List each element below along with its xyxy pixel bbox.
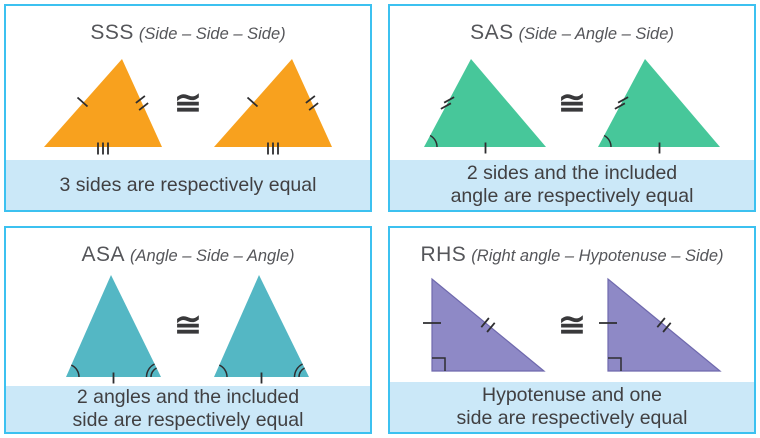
triangle-right-svg	[598, 277, 722, 372]
panel-title-rhs: RHS(Right angle – Hypotenuse – Side)	[390, 228, 754, 274]
congruent-symbol: ≅	[558, 83, 586, 121]
triangle-pair-rhs: ≅	[390, 274, 754, 382]
double-angle-arc	[293, 362, 303, 377]
caption-line: Hypotenuse and one	[482, 384, 662, 406]
criterion-abbr: SSS	[90, 21, 134, 44]
double-angle-arc	[150, 366, 158, 377]
congruent-symbol: ≅	[174, 83, 202, 121]
triangle-shape	[431, 277, 546, 372]
triangle-left-svg	[424, 59, 547, 154]
triangle-right-svg	[213, 274, 309, 384]
angle-arc	[429, 134, 438, 148]
triangle-right-svg	[213, 59, 332, 155]
triangle-pair-sas: ≅	[390, 52, 754, 160]
double-tick-mark	[138, 102, 149, 111]
triangle-pair-sss: ≅	[6, 52, 370, 160]
triangle-shape	[424, 59, 547, 147]
angle-arc	[218, 363, 228, 377]
panel-asa: ASA(Angle – Side – Angle) ≅ 2 angles and…	[4, 226, 372, 434]
triangle-shape	[213, 274, 309, 377]
double-tick-mark	[486, 322, 496, 333]
triangle-shape	[44, 59, 163, 147]
triangle-left-svg	[44, 59, 163, 155]
caption-line: side are respectively equal	[72, 408, 304, 431]
single-tick-mark	[77, 96, 89, 108]
congruent-symbol: ≅	[174, 306, 202, 344]
double-angle-arc	[298, 366, 305, 377]
right-angle-mark	[432, 357, 446, 371]
caption-line: angle are respectively equal	[450, 185, 694, 207]
triangle-pair-asa: ≅	[6, 272, 370, 386]
criterion-expansion: (Angle – Side – Angle)	[130, 247, 295, 265]
criterion-expansion: (Side – Side – Side)	[138, 25, 286, 43]
double-tick-mark	[480, 317, 490, 328]
double-tick-mark	[617, 96, 629, 104]
angle-arc	[71, 363, 80, 377]
triangle-shape	[607, 277, 722, 372]
panel-sas: SAS(Side – Angle – Side) ≅ 2 sides and t…	[388, 4, 756, 212]
triangle-shape	[213, 59, 332, 147]
criterion-expansion: (Side – Angle – Side)	[518, 25, 674, 43]
caption-rhs: Hypotenuse and one side are respectively…	[390, 382, 754, 432]
double-tick-mark	[656, 317, 666, 328]
panel-title-sss: SSS(Side – Side – Side)	[6, 6, 370, 52]
panel-sss: SSS(Side – Side – Side) ≅	[4, 4, 372, 212]
single-tick-mark	[246, 96, 258, 108]
double-tick-mark	[135, 95, 146, 104]
caption-line: side are respectively equal	[456, 407, 688, 429]
panel-rhs: RHS(Right angle – Hypotenuse – Side) ≅ H…	[388, 226, 756, 434]
angle-arc	[603, 134, 612, 148]
double-tick-mark	[443, 96, 455, 104]
caption-sss: 3 sides are respectively equal	[6, 160, 370, 210]
triangle-right-svg	[597, 59, 720, 154]
panel-title-asa: ASA(Angle – Side – Angle)	[6, 228, 370, 272]
double-tick-mark	[614, 102, 626, 110]
criterion-abbr: SAS	[470, 21, 514, 44]
panel-title-sas: SAS(Side – Angle – Side)	[390, 6, 754, 52]
double-tick-mark	[308, 102, 319, 111]
double-tick-mark	[305, 95, 316, 104]
triangle-shape	[66, 274, 162, 377]
caption-asa: 2 angles and the included side are respe…	[6, 385, 370, 432]
triangle-left-svg	[423, 277, 546, 372]
caption-line: 2 sides and the included	[466, 162, 678, 184]
congruent-symbol: ≅	[558, 305, 586, 343]
right-angle-mark	[607, 357, 622, 371]
double-angle-arc	[145, 362, 156, 377]
triangle-shape	[597, 59, 720, 147]
criterion-abbr: RHS	[420, 243, 467, 266]
caption-sas: 2 sides and the included angle are respe…	[390, 160, 754, 210]
double-tick-mark	[440, 102, 452, 110]
caption-line: 2 angles and the included	[76, 385, 300, 408]
triangle-left-svg	[66, 274, 162, 384]
caption-line: 3 sides are respectively equal	[59, 173, 317, 196]
criterion-abbr: ASA	[81, 243, 126, 266]
double-tick-mark	[662, 322, 672, 333]
criterion-expansion: (Right angle – Hypotenuse – Side)	[471, 247, 724, 265]
